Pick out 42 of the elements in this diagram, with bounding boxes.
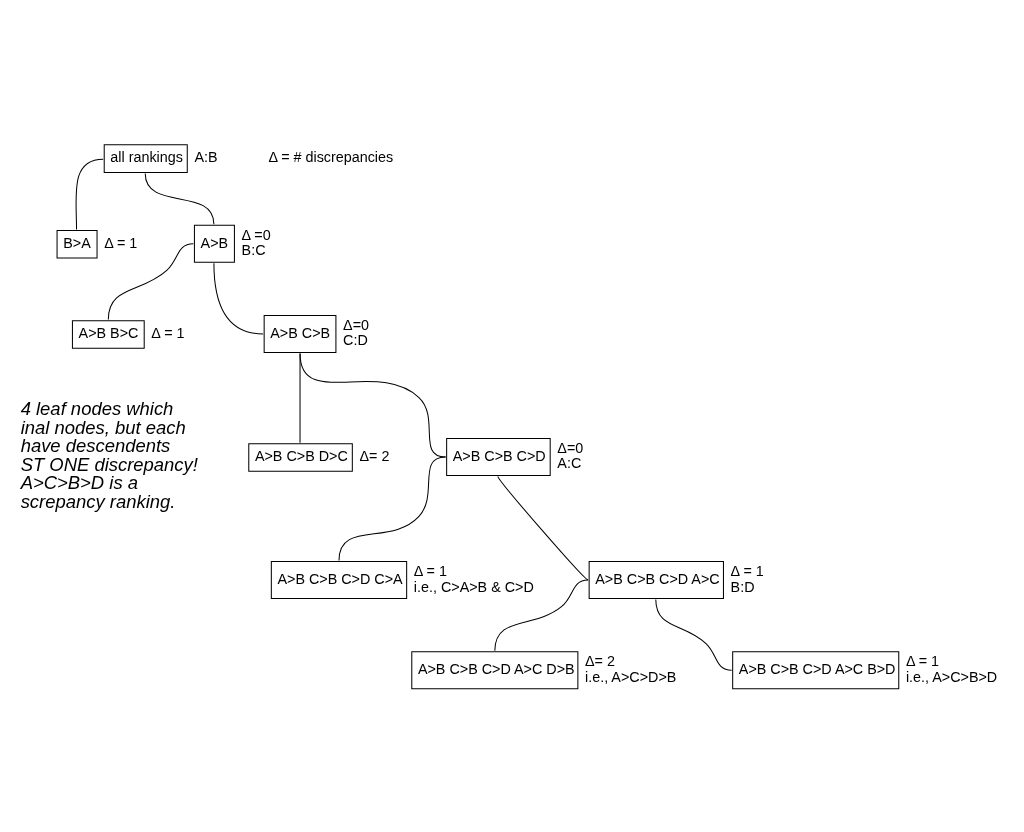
node-label: A:C [557,454,582,471]
node-box: A>B [193,224,235,263]
node-label: Δ = 1 [905,652,940,669]
node-box: A>B C>B [263,314,337,353]
label: screpancy ranking. [20,490,176,512]
node-box: A>B C>B C>D A>C [588,560,724,599]
node-label: A:B [194,148,218,165]
connector [338,456,447,561]
node-label: Δ =0 [241,226,271,243]
node-box: A>B C>B C>D A>C D>B [411,650,579,689]
connector [299,352,447,457]
label: inal nodes, but each [20,416,186,438]
node-box: A>B C>B D>C [248,442,353,472]
node-label: i.e., C>A>B & C>D [413,578,534,595]
node-label: Δ=0 [343,316,370,333]
node-box: all rankings [103,143,188,173]
connector [213,262,264,334]
connector [494,579,589,651]
connector [655,598,733,671]
connector [107,242,194,320]
node-label: Δ=0 [557,439,584,456]
label: 4 leaf nodes which [20,397,174,419]
node-box: A>B B>C [71,319,145,349]
node-box: B>A [56,229,98,259]
node-label: C:D [343,331,368,348]
node-label: Δ = 1 [413,562,447,579]
node-label: Δ = 1 [730,562,764,579]
node-label: i.e., A>C>B>D [905,668,998,685]
node-box: A>B C>B C>D [446,437,551,476]
node-label: Δ= 2 [585,652,615,669]
node-box: A>B C>B C>D A>C B>D [732,650,900,689]
node-label: B:D [730,578,755,595]
node-label: Δ= 2 [359,447,390,464]
node-label: Δ = 1 [104,234,138,251]
connector [497,475,589,581]
label: Δ = # discrepancies [268,148,394,165]
node-label: i.e., A>C>D>B [585,668,677,685]
connector [144,172,215,225]
node-label: Δ = 1 [151,324,185,341]
connector [75,158,104,230]
node-label: B:C [241,241,266,258]
node-box: A>B C>B C>D C>A [270,560,408,599]
